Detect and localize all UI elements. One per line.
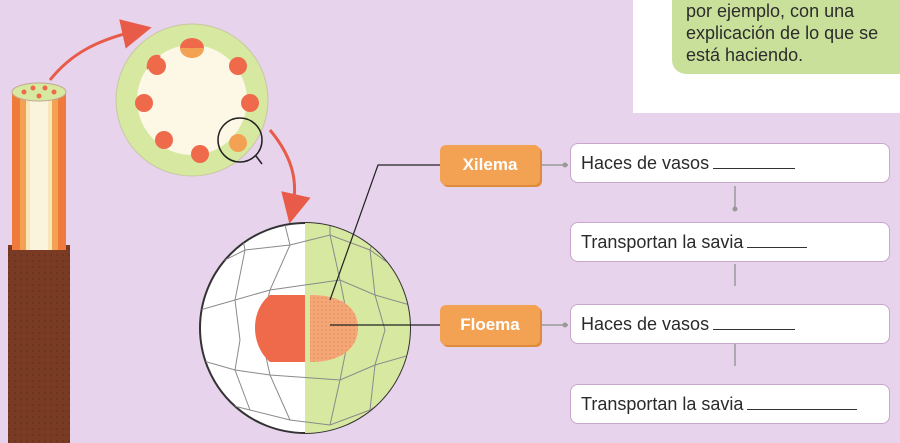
answer-text: Haces de vasos — [581, 153, 710, 173]
answer-text: Haces de vasos — [581, 314, 710, 334]
floema-label: Floema — [440, 305, 540, 345]
answer-blank[interactable] — [713, 154, 796, 169]
xylem-patch — [255, 295, 305, 362]
answer-blank[interactable] — [713, 315, 796, 330]
stem-top — [11, 82, 67, 102]
note-line-1: por ejemplo, con una — [686, 1, 855, 21]
answer-box-xilema-vasos[interactable]: Haces de vasos — [570, 143, 890, 183]
answer-text: Transportan la savia — [581, 232, 744, 252]
xilema-label: Xilema — [440, 145, 540, 185]
zoomed-bundle — [199, 222, 411, 434]
answer-blank[interactable] — [747, 233, 808, 248]
zoom-circle — [217, 117, 263, 163]
note-box: por ejemplo, con una explicación de lo q… — [672, 0, 900, 74]
xilema-pointer — [329, 164, 440, 301]
answer-text: Transportan la savia — [581, 394, 744, 414]
answer-box-floema-vasos[interactable]: Haces de vasos — [570, 304, 890, 344]
note-line-3: está haciendo. — [686, 45, 804, 65]
arrow-section-to-zoom — [268, 129, 311, 224]
arrow-stem-to-section — [48, 19, 152, 81]
answer-box-floema-savia[interactable]: Transportan la savia — [570, 384, 890, 424]
answer-box-xilema-savia[interactable]: Transportan la savia — [570, 222, 890, 262]
answer-blank[interactable] — [747, 395, 858, 410]
vascular-bundles — [135, 38, 259, 163]
note-line-2: explicación de lo que se — [686, 23, 879, 43]
